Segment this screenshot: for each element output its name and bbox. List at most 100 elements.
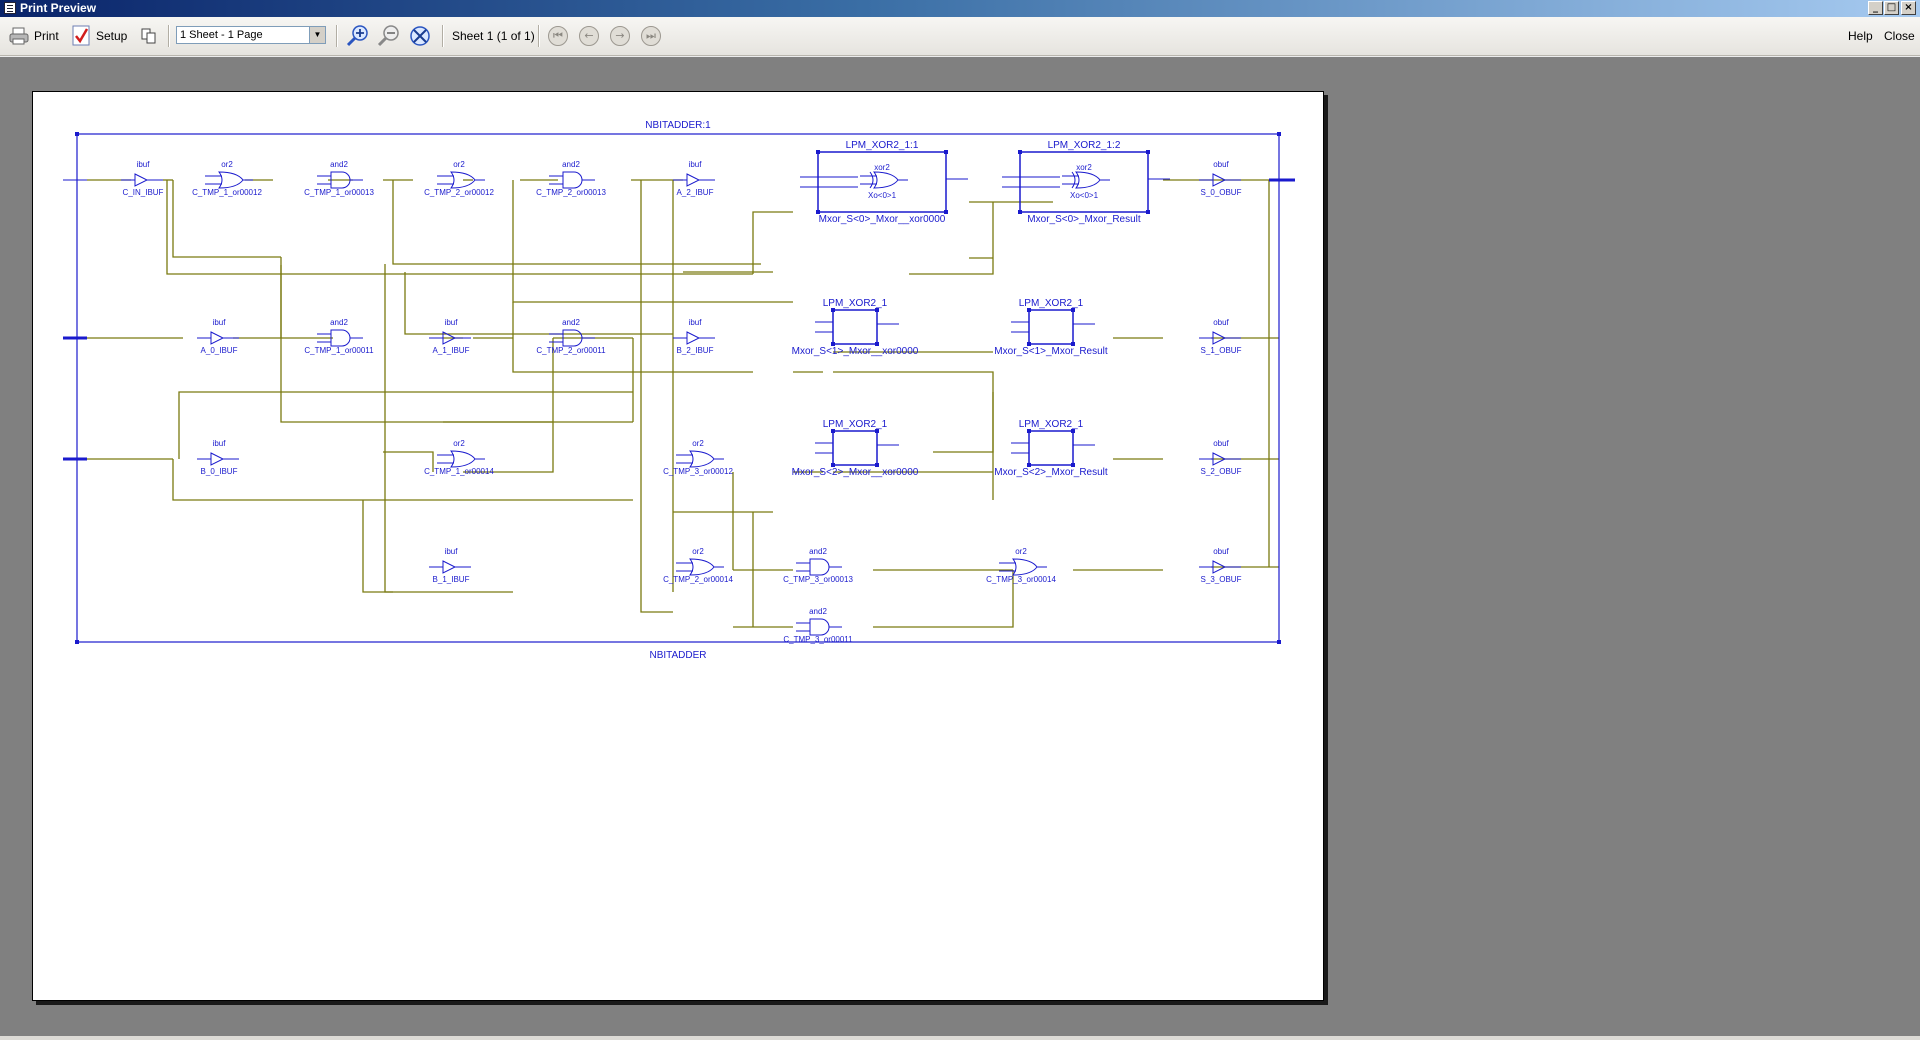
help-label: Help (1848, 29, 1873, 43)
setup-checkmark-icon (72, 25, 90, 46)
or-gate-symbol (450, 450, 476, 468)
toolbar-separator (336, 25, 337, 47)
block-corner (1146, 150, 1150, 154)
toolbar: Print Setup 1 Sheet - 1 Page ▼ (0, 17, 1920, 56)
or-gate-symbol (450, 171, 476, 189)
xor-block-name: Mxor_S<1>_Mxor__xor0000 (792, 346, 919, 357)
block-corner (875, 342, 879, 346)
schematic-top-title: NBITADDER:1 (645, 120, 711, 131)
gate-type-label: or2 (1015, 547, 1027, 556)
xor-block-box (1028, 430, 1074, 466)
gate-name-label: A_2_IBUF (677, 188, 714, 197)
block-corner (1018, 150, 1022, 154)
xor-block-title: LPM_XOR2_1 (823, 298, 888, 309)
previous-page-button[interactable]: ← (579, 26, 599, 46)
xor-block-1[interactable]: LPM_XOR2_1:1Mxor_S<0>_Mxor__xor0000xor2X… (800, 140, 968, 225)
gate-name-label: C_TMP_2_or00013 (536, 188, 606, 197)
toolbar-separator (538, 25, 539, 47)
last-page-button[interactable]: ⏭ (641, 26, 661, 46)
gate-name-label: C_TMP_2_or00012 (424, 188, 494, 197)
gate-name-label: C_TMP_1_or00014 (424, 467, 494, 476)
block-corner (1027, 342, 1031, 346)
toolbar-separator (168, 25, 169, 47)
print-button[interactable]: Print (8, 25, 59, 47)
gate-name-label: C_TMP_3_or00012 (663, 467, 733, 476)
or-gate-symbol (1075, 171, 1101, 189)
gate-name-label: B_1_IBUF (433, 575, 470, 584)
zoom-out-button[interactable] (377, 25, 401, 47)
and-gate-symbol (562, 171, 583, 189)
gate-type-label: or2 (692, 547, 704, 556)
minimize-button[interactable]: _ (1868, 1, 1883, 15)
chevron-down-icon[interactable]: ▼ (309, 27, 325, 43)
close-button[interactable]: Close (1884, 25, 1915, 47)
block-corner (816, 210, 820, 214)
wire (463, 338, 554, 473)
frame-corner (1277, 132, 1281, 136)
wire (384, 264, 513, 593)
first-page-button[interactable]: ⏮ (548, 26, 568, 46)
wire (178, 391, 633, 459)
gate-type-label: obuf (1213, 547, 1229, 556)
gate-type-label: or2 (692, 439, 704, 448)
wire (640, 180, 673, 613)
buffer-symbol (686, 331, 701, 345)
xor-inner-type: xor2 (1076, 163, 1092, 172)
gate-type-label: ibuf (445, 547, 459, 556)
setup-button[interactable]: Setup (70, 25, 127, 47)
xor-arc (869, 171, 874, 189)
gate-name-label: A_0_IBUF (201, 346, 238, 355)
close-window-button[interactable]: × (1901, 1, 1916, 15)
gate-name-label: C_TMP_1_or00011 (304, 346, 374, 355)
schematic-frame (76, 133, 1280, 643)
gate-name-label: C_TMP_3_or00013 (783, 575, 853, 584)
block-corner (944, 210, 948, 214)
next-page-button[interactable]: → (610, 26, 630, 46)
page-layout-button[interactable] (140, 25, 158, 47)
maximize-button[interactable]: □ (1884, 1, 1899, 15)
sheet-select[interactable]: 1 Sheet - 1 Page ▼ (176, 26, 326, 44)
gate-name-label: B_2_IBUF (677, 346, 714, 355)
wire (166, 180, 753, 275)
buffer-symbol (442, 560, 457, 574)
wire (392, 180, 761, 265)
zoom-in-button[interactable] (346, 25, 370, 47)
block-corner (1146, 210, 1150, 214)
zoom-fit-button[interactable] (408, 25, 432, 47)
schematic-bottom-title: NBITADDER (649, 650, 706, 661)
block-corner (831, 308, 835, 312)
xor-block-title: LPM_XOR2_1:1 (846, 140, 919, 151)
gate-name-label: S_2_OBUF (1201, 467, 1242, 476)
xor-block-2[interactable]: LPM_XOR2_1:2Mxor_S<0>_Mxor_Resultxor2Xo<… (1002, 140, 1170, 225)
help-button[interactable]: Help (1848, 25, 1873, 47)
